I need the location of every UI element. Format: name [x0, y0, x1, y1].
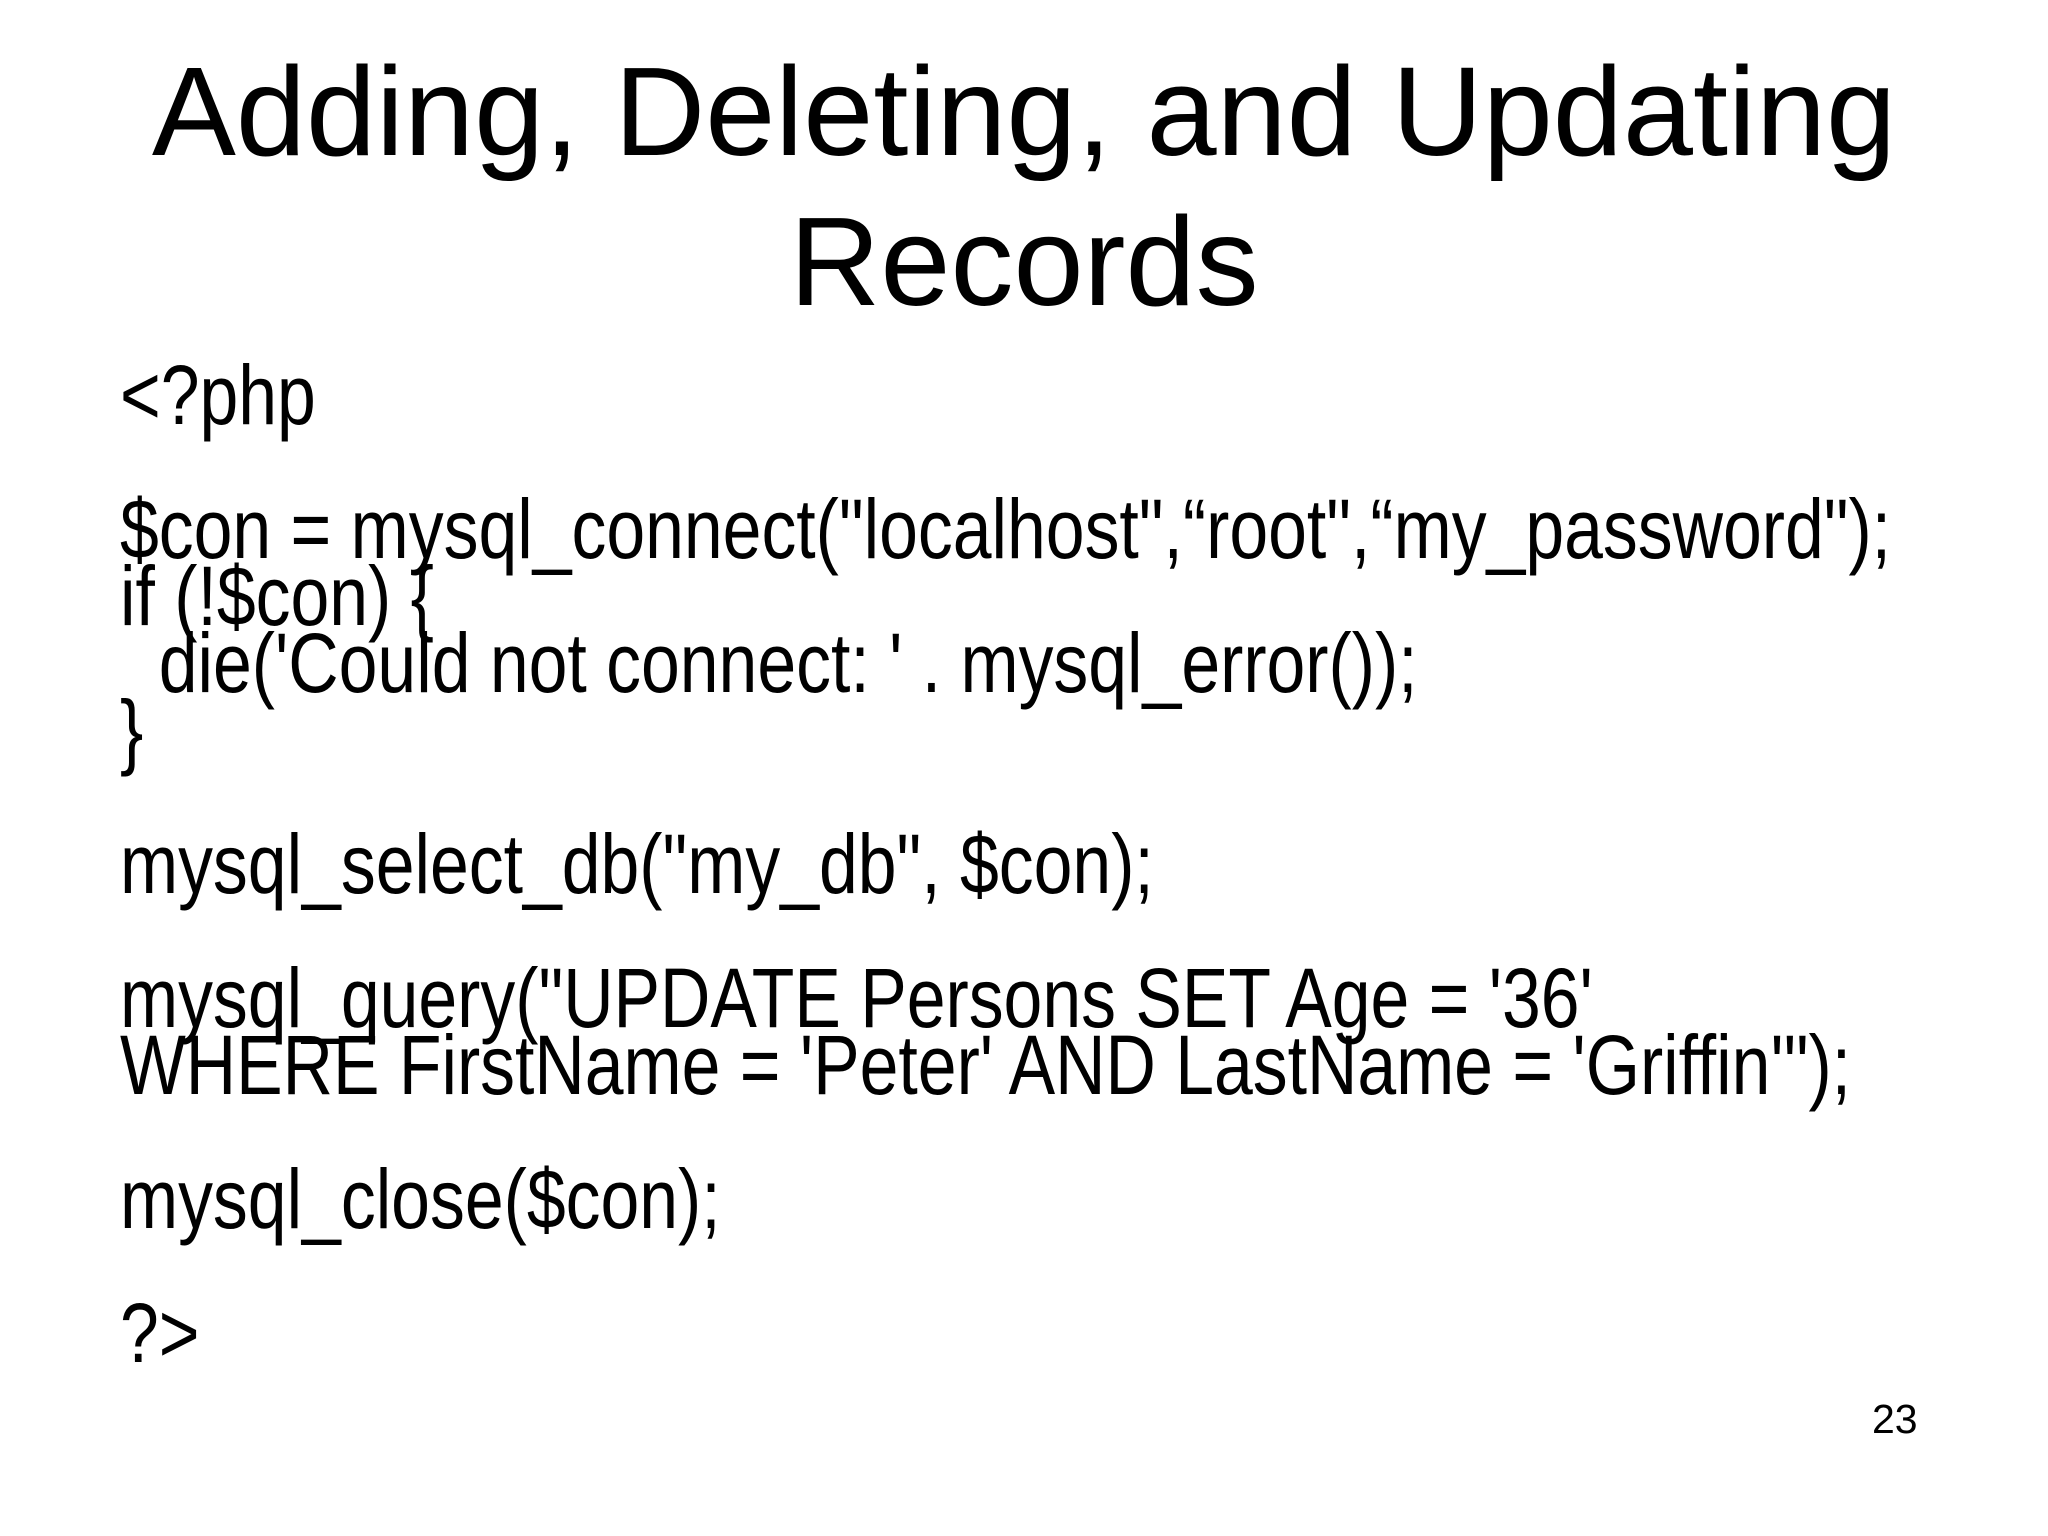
php-code-block: <?php $con = mysql_connect("localhost",“…: [120, 348, 1892, 1380]
page-number: 23: [1872, 1396, 1918, 1442]
slide-title: Adding, Deleting, and Updating Records: [151, 41, 1897, 332]
